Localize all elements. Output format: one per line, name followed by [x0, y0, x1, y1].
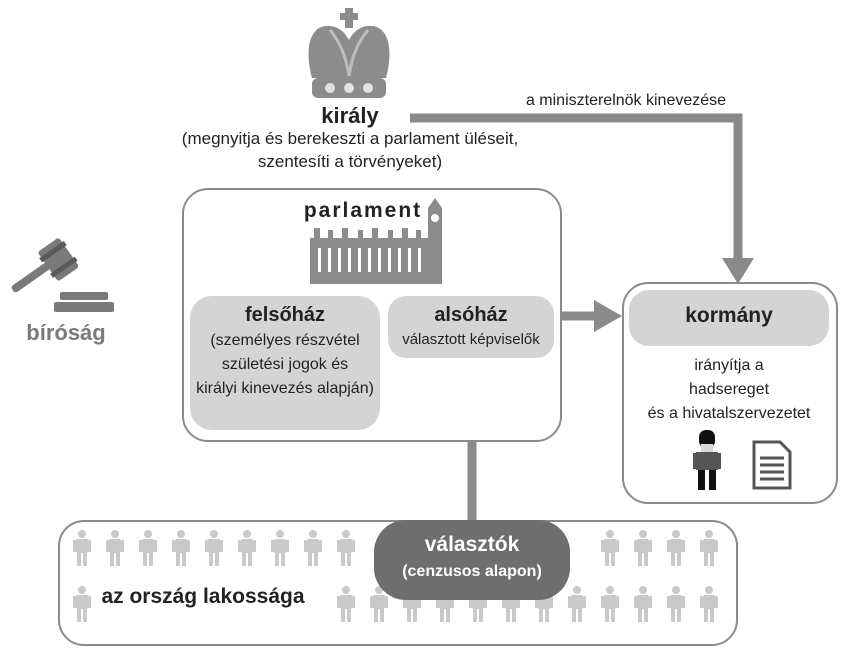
person-icon — [304, 530, 322, 566]
guard-icon — [693, 430, 721, 490]
person-icon — [73, 586, 91, 622]
person-icon — [700, 530, 718, 566]
person-icon — [205, 530, 223, 566]
person-icon — [601, 530, 619, 566]
king-description-line1: (megnyitja és berekeszti a parlament ülé… — [181, 129, 519, 148]
person-icon — [667, 586, 685, 622]
population-title: az ország lakossága — [101, 585, 305, 608]
appointment-arrow — [410, 113, 743, 262]
appointment-label: a miniszterelnök kinevezése — [525, 92, 727, 109]
upper-house-title: felsőház — [244, 304, 326, 326]
person-icon — [601, 586, 619, 622]
court-title: bíróság — [26, 320, 106, 345]
person-icon — [172, 530, 190, 566]
parliament-title: parlament — [303, 199, 423, 222]
lower-house-title: alsóház — [434, 304, 508, 326]
upper-house-line3: királyi kinevezés alapján) — [196, 380, 374, 397]
lower-house-box — [388, 296, 554, 358]
person-icon — [139, 530, 157, 566]
person-icon — [700, 586, 718, 622]
person-icon — [634, 586, 652, 622]
lower-house-subtitle: választott képviselők — [402, 331, 540, 348]
voters-title: választók — [424, 533, 520, 556]
person-icon — [634, 530, 652, 566]
lower-to-government-arrowhead — [594, 300, 622, 332]
government-line1: irányítja a — [694, 357, 764, 374]
upper-house-box — [190, 296, 380, 430]
person-icon — [370, 586, 388, 622]
person-icon — [568, 586, 586, 622]
upper-house-line1: (személyes részvétel — [210, 332, 360, 349]
person-icon — [337, 530, 355, 566]
document-icon — [752, 440, 792, 490]
person-icon — [106, 530, 124, 566]
voters-subtitle: (cenzusos alapon) — [402, 563, 542, 580]
person-icon — [238, 530, 256, 566]
parliament-building-icon — [310, 198, 442, 284]
government-line3: és a hivatalszervezetet — [647, 405, 811, 422]
king-description-line2: szentesíti a törvényeket) — [257, 152, 443, 171]
government-header — [629, 290, 829, 346]
person-icon — [73, 530, 91, 566]
upper-house-line2: születési jogok és — [221, 356, 349, 373]
appointment-arrowhead — [722, 258, 754, 284]
king-title: király — [321, 103, 379, 128]
person-icon — [271, 530, 289, 566]
person-icon — [337, 586, 355, 622]
gavel-icon — [11, 238, 114, 312]
crown-icon — [308, 8, 390, 98]
government-line2: hadsereget — [688, 381, 770, 398]
person-icon — [667, 530, 685, 566]
voters-box — [374, 520, 570, 600]
government-title: kormány — [685, 304, 773, 327]
